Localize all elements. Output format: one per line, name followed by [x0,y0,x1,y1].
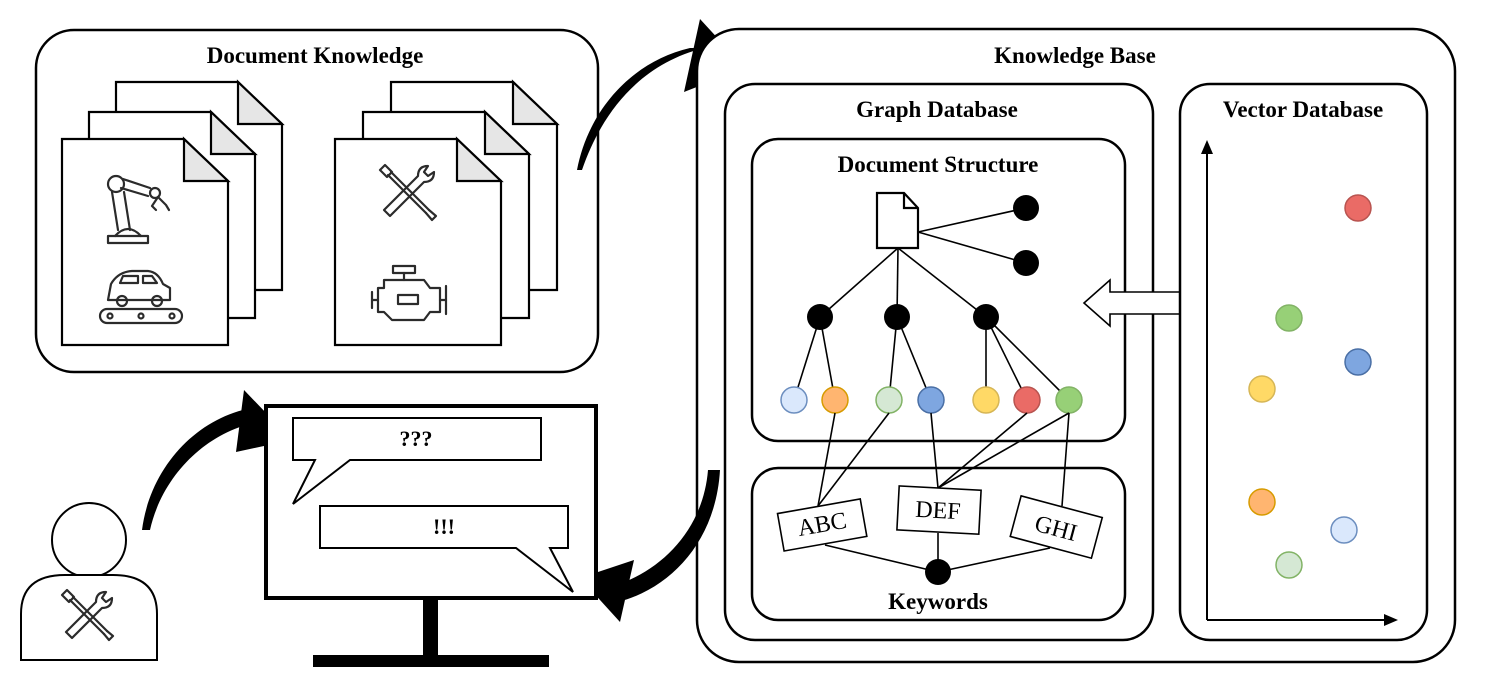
section-node [1013,250,1039,276]
structure-edges [793,207,1070,401]
section-node [884,304,910,330]
keyword-abc: ABC [776,498,868,552]
question-bubble: ??? [292,417,542,505]
chunk-node-red [1013,386,1041,414]
vector-database-panel: Vector Database [1178,82,1429,642]
section-node [1013,195,1039,221]
chunk-node-orange [821,386,849,414]
keywords-panel: ABC DEF GHI Keywords [750,412,1127,622]
vector-point-red [1344,194,1372,222]
graph-database-panel: Graph Database Document Structure [723,82,1155,642]
document-stack-2 [333,79,560,347]
vector-point-green [1275,304,1303,332]
chunk-node-green [1055,386,1083,414]
chunk-node-light-green [875,386,903,414]
keywords-title: Keywords [888,589,988,614]
knowledge-base-panel: Knowledge Base Graph Database Document S… [695,27,1457,664]
vector-database-title: Vector Database [1223,97,1383,122]
chunk-node-light-blue [780,386,808,414]
vector-point-yellow [1248,375,1276,403]
answer-text: !!! [433,514,455,539]
root-document-node [875,191,920,250]
document-structure-title: Document Structure [838,152,1039,177]
keyword-hub-node [925,559,951,585]
vector-point-light-blue [1330,516,1358,544]
vector-point-blue [1344,348,1372,376]
chunk-node-blue [917,386,945,414]
document-knowledge-title: Document Knowledge [207,43,424,68]
user-icon [20,502,158,661]
tools-icon [60,588,115,642]
robot-arm-icon [106,174,171,245]
tools-icon [378,163,438,222]
answer-bubble: !!! [319,505,574,593]
vector-space-axes [1201,140,1398,626]
chunk-node-yellow [972,386,1000,414]
engine-icon [370,264,448,322]
keyword-edges [817,412,1070,573]
keyword-ghi: GHI [1009,494,1104,560]
document-structure-panel: Document Structure [750,137,1127,443]
section-node [807,304,833,330]
vector-point-orange [1248,488,1276,516]
document-knowledge-panel: Document Knowledge [34,28,600,374]
document-stack-1 [60,79,285,347]
keyword-def: DEF [896,485,982,536]
vector-point-light-green [1275,551,1303,579]
graph-database-title: Graph Database [856,97,1018,122]
svg-text:DEF: DEF [915,497,962,525]
car-assembly-icon [98,269,184,325]
question-text: ??? [400,426,433,451]
document-page [333,136,504,347]
knowledge-base-title: Knowledge Base [994,43,1156,68]
section-node [973,304,999,330]
monitor: ??? !!! [264,404,598,667]
